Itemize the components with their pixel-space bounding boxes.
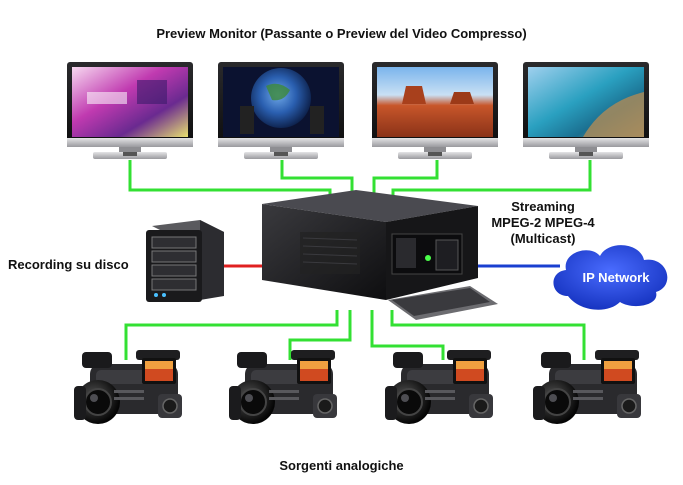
diagram-title: Preview Monitor (Passante o Preview del … xyxy=(156,26,527,41)
monitor-screen-canyon xyxy=(377,67,493,137)
preview-link-4 xyxy=(391,160,592,198)
ip-network-cloud xyxy=(553,245,668,310)
source-link-1 xyxy=(124,310,339,360)
streaming-label-line-2: MPEG-2 MPEG-4 xyxy=(491,215,595,230)
streaming-label-line-3: (Multicast) xyxy=(510,231,576,246)
encoder-server xyxy=(262,190,498,320)
camera-4 xyxy=(532,349,642,425)
streaming-label: Streaming MPEG-2 MPEG-4 (Multicast) xyxy=(488,199,598,247)
camera-3 xyxy=(384,349,494,425)
ip-network-label: IP Network xyxy=(582,270,650,285)
preview-monitor-1 xyxy=(67,62,193,159)
preview-link-3 xyxy=(372,160,439,198)
preview-link-2 xyxy=(280,160,354,198)
preview-monitor-3 xyxy=(372,62,498,159)
source-link-2 xyxy=(288,310,352,360)
streaming-label-line-1: Streaming xyxy=(511,199,575,214)
sources-label: Sorgenti analogiche xyxy=(279,458,404,473)
preview-monitor-2 xyxy=(218,62,344,159)
camera-1 xyxy=(73,349,183,425)
recording-label: Recording su disco xyxy=(8,257,129,272)
preview-monitor-4 xyxy=(523,62,649,159)
source-link-3 xyxy=(370,310,445,360)
camera-2 xyxy=(228,349,338,425)
nas-storage xyxy=(146,220,224,302)
source-links xyxy=(124,310,586,360)
source-link-4 xyxy=(390,310,586,360)
